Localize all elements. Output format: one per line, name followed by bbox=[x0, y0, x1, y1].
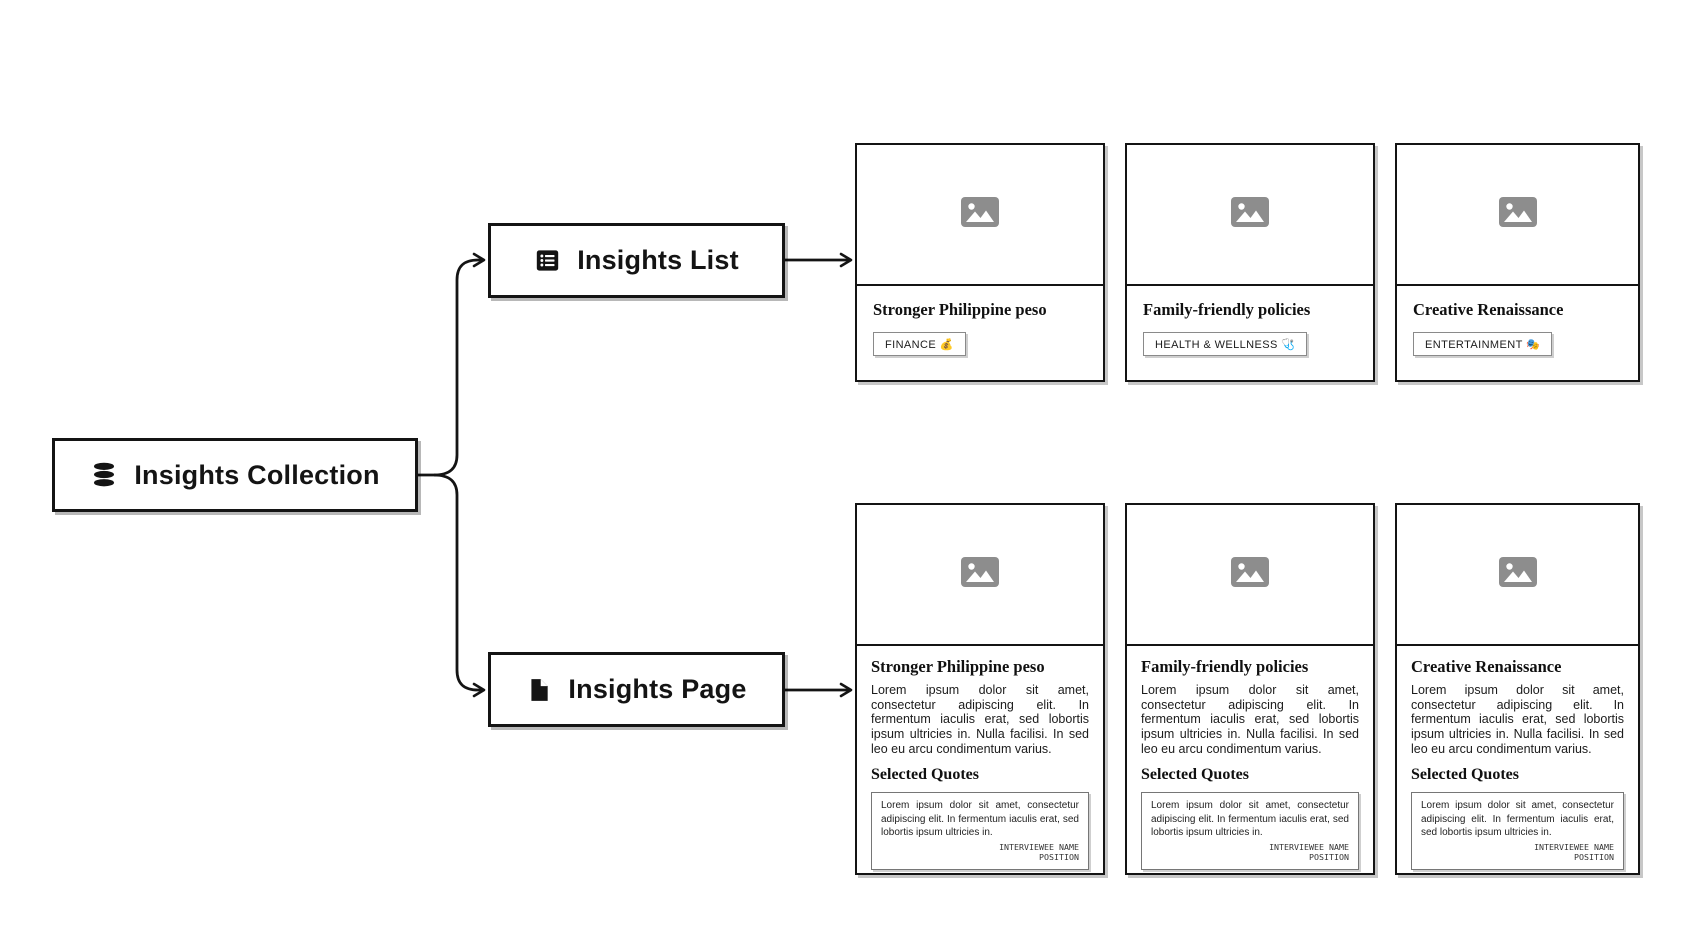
list-card[interactable]: Creative Renaissance ENTERTAINMENT 🎭 bbox=[1395, 143, 1640, 382]
image-placeholder-icon bbox=[961, 557, 999, 592]
card-title: Family-friendly policies bbox=[1141, 657, 1309, 676]
image-placeholder-icon bbox=[961, 197, 999, 232]
quote-box: Lorem ipsum dolor sit amet, consectetur … bbox=[1411, 792, 1624, 871]
card-image-placeholder bbox=[857, 145, 1103, 286]
node-label: Insights List bbox=[577, 245, 739, 275]
image-placeholder-icon bbox=[1231, 557, 1269, 592]
card-title: Family-friendly policies bbox=[1143, 300, 1311, 319]
quote-box: Lorem ipsum dolor sit amet, consectetur … bbox=[871, 792, 1089, 871]
image-placeholder-icon bbox=[1498, 197, 1537, 232]
card-title: Creative Renaissance bbox=[1411, 657, 1562, 676]
card-body-text: Lorem ipsum dolor sit amet, consectetur … bbox=[871, 683, 1089, 756]
quote-text: Lorem ipsum dolor sit amet, consectetur … bbox=[1421, 800, 1614, 838]
quote-box: Lorem ipsum dolor sit amet, consectetur … bbox=[1141, 792, 1359, 871]
insights-list-node[interactable]: Insights List bbox=[488, 223, 785, 298]
card-body-text: Lorem ipsum dolor sit amet, consectetur … bbox=[1411, 683, 1624, 756]
page-card[interactable]: Family-friendly policies Lorem ipsum dol… bbox=[1125, 503, 1375, 875]
selected-quotes-heading: Selected Quotes bbox=[1411, 766, 1519, 784]
quote-attribution-position: POSITION bbox=[1574, 852, 1614, 863]
node-label: Insights Collection bbox=[134, 459, 380, 490]
category-tag: HEALTH & WELLNESS 🩺 bbox=[1143, 332, 1308, 356]
list-icon bbox=[534, 247, 561, 274]
quote-attribution-name: INTERVIEWEE NAME bbox=[999, 842, 1079, 853]
insights-page-node[interactable]: Insights Page bbox=[488, 652, 785, 727]
quote-attribution-name: INTERVIEWEE NAME bbox=[1269, 842, 1349, 853]
card-body-text: Lorem ipsum dolor sit amet, consectetur … bbox=[1141, 683, 1359, 756]
list-card[interactable]: Family-friendly policies HEALTH & WELLNE… bbox=[1125, 143, 1375, 382]
quote-attribution-position: POSITION bbox=[1309, 852, 1349, 863]
list-card[interactable]: Stronger Philippine peso FINANCE 💰 bbox=[855, 143, 1105, 382]
node-label: Insights Page bbox=[568, 674, 747, 704]
insights-collection-node[interactable]: Insights Collection bbox=[52, 438, 418, 512]
card-image-placeholder bbox=[857, 505, 1103, 646]
category-tag: FINANCE 💰 bbox=[873, 332, 966, 356]
card-image-placeholder bbox=[1127, 145, 1373, 286]
quote-text: Lorem ipsum dolor sit amet, consectetur … bbox=[1151, 800, 1349, 838]
image-placeholder-icon bbox=[1231, 197, 1269, 232]
page-card[interactable]: Stronger Philippine peso Lorem ipsum dol… bbox=[855, 503, 1105, 875]
image-placeholder-icon bbox=[1498, 557, 1537, 592]
card-image-placeholder bbox=[1127, 505, 1373, 646]
selected-quotes-heading: Selected Quotes bbox=[1141, 766, 1249, 784]
page-card[interactable]: Creative Renaissance Lorem ipsum dolor s… bbox=[1395, 503, 1640, 875]
category-tag: ENTERTAINMENT 🎭 bbox=[1413, 332, 1553, 356]
quote-attribution-name: INTERVIEWEE NAME bbox=[1534, 842, 1614, 853]
card-image-placeholder bbox=[1397, 145, 1638, 286]
quote-text: Lorem ipsum dolor sit amet, consectetur … bbox=[881, 800, 1079, 838]
card-title: Stronger Philippine peso bbox=[871, 657, 1045, 676]
quote-attribution-position: POSITION bbox=[1039, 852, 1079, 863]
connector-collection-to-list bbox=[418, 252, 486, 477]
selected-quotes-heading: Selected Quotes bbox=[871, 766, 979, 784]
card-title: Stronger Philippine peso bbox=[873, 300, 1047, 319]
database-icon bbox=[90, 461, 118, 489]
card-title: Creative Renaissance bbox=[1413, 300, 1564, 319]
connector-collection-to-page bbox=[433, 473, 486, 698]
document-icon bbox=[526, 677, 552, 703]
card-image-placeholder bbox=[1397, 505, 1638, 646]
